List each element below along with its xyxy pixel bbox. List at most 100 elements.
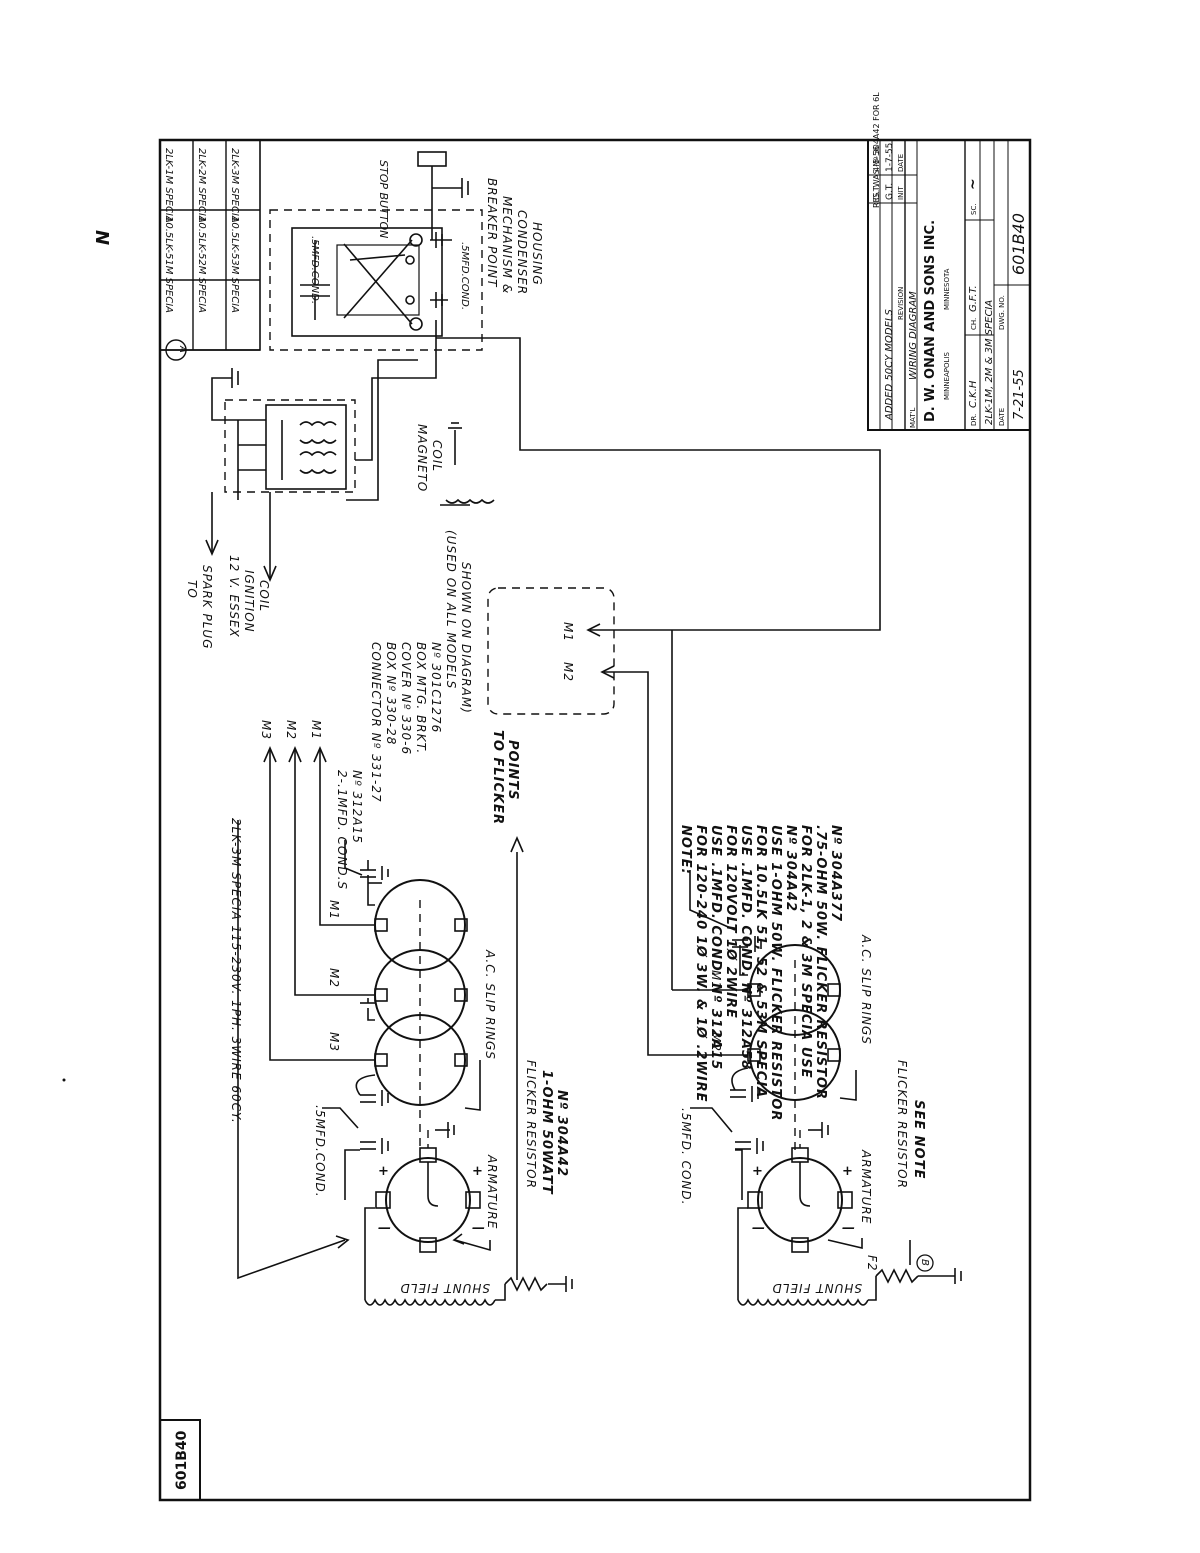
spark-plug-label-1: TO bbox=[185, 580, 199, 599]
note-line-7: USE 1-OHM 50W. FLICKER RESISTOR bbox=[768, 825, 783, 1121]
mfd-bottom: .5MFD. COND. bbox=[679, 1108, 693, 1205]
model-cell-3-2: 2LK-3M SPECIA bbox=[229, 148, 240, 223]
minus-bot-left: — bbox=[752, 1221, 766, 1236]
flicker-points-1: TO FLICKER bbox=[490, 730, 505, 825]
date-label: DATE bbox=[998, 408, 1006, 426]
flicker-points-2: POINTS bbox=[505, 740, 520, 801]
minus-top-left: — bbox=[378, 1221, 392, 1236]
side-tab-box bbox=[159, 1419, 201, 1501]
note-line-2: FOR 120-240 1Ø 3W. & 1Ø .2WIRE bbox=[693, 825, 708, 1103]
conds-top-1: 2-.1MFD. COND.S bbox=[335, 770, 349, 890]
note-line-4: FOR 120VOLT 1Ø 2WIRE bbox=[723, 825, 738, 1019]
shunt-bottom: SHUNT FIELD bbox=[772, 1281, 863, 1295]
magneto-label-1: MAGNETO bbox=[415, 424, 429, 492]
breaker-label-3: CONDENSER bbox=[515, 210, 529, 295]
ch-value: G.F.T. bbox=[968, 285, 979, 312]
model-cell-3-1: 10.5LK-53M SPECIA bbox=[229, 216, 240, 313]
connector-line-5: Nº 301C1276 bbox=[429, 642, 443, 733]
cap-bot-5mfd bbox=[735, 1138, 764, 1200]
connector-line-6: (USED ON ALL MODELS bbox=[444, 530, 458, 689]
cap-top-1 bbox=[360, 860, 389, 906]
flicker-top-2: 1-OHM 50WATT bbox=[539, 1070, 554, 1195]
note-line-3: USE .1MFD. COND. Nº 312A15 bbox=[708, 825, 723, 1070]
armature-top: ARMATURE bbox=[485, 1154, 499, 1229]
plus-bot-left: + bbox=[752, 1164, 764, 1179]
ignition-label-3: COIL bbox=[257, 580, 271, 612]
stop-button bbox=[417, 151, 469, 240]
m3-top: M3 bbox=[259, 720, 273, 740]
flicker-bottom-2: SEE NOTE bbox=[911, 1100, 926, 1179]
rev-b-init: G.T. bbox=[872, 185, 881, 200]
title-block: RES. WAS Nº 304A42 FOR 6L G.T. 4-5-56 AD… bbox=[867, 92, 1031, 431]
stray-mark: N bbox=[91, 230, 112, 246]
conds-top-2: Nº 312A15 bbox=[350, 770, 364, 844]
breaker-to-box-wire bbox=[436, 337, 881, 631]
rev-a: ADDED 50CY MODELS bbox=[884, 308, 895, 421]
m2-top-gen: M2 bbox=[327, 968, 341, 988]
magneto-coil bbox=[440, 422, 495, 506]
minus-bot-right: — bbox=[842, 1221, 856, 1236]
cap-top-5mfd bbox=[344, 1138, 389, 1200]
model-cell-2-1: 10.5LK-52M SPECIA bbox=[196, 216, 207, 313]
connector-line-4: BOX MTG. BRKT. bbox=[414, 642, 428, 754]
dr-value: C.K.H bbox=[968, 380, 979, 408]
rev-a-date: 1-7-55 bbox=[885, 143, 895, 172]
m3-top-gen: M3 bbox=[327, 1032, 341, 1052]
connector-box bbox=[487, 587, 615, 715]
m1-top: M1 bbox=[309, 720, 323, 740]
model-cell-2-2: 2LK-2M SPECIA bbox=[196, 148, 207, 223]
top-generator: 2LK-3M SPECIA 115-230V. 1PH. 3WIRE 60CY.… bbox=[229, 720, 573, 1306]
connector-text: CONNECTOR Nº 331-27 BOX Nº 330-28 COVER … bbox=[369, 530, 473, 803]
flicker-top-1: FLICKER RESISTOR bbox=[524, 1060, 538, 1189]
dr-label: DR. bbox=[970, 414, 978, 426]
cond-label-b: .5MFD.COND. bbox=[459, 242, 470, 310]
m2-top: M2 bbox=[284, 720, 298, 740]
dwg-no: 601B40 bbox=[1009, 213, 1028, 275]
drawing-title: WIRING DIAGRAM bbox=[908, 291, 919, 380]
cap-bot-1 bbox=[732, 936, 762, 976]
breaker-label-2: MECHANISM & bbox=[500, 196, 514, 294]
ignition-label-2: IGNITION bbox=[242, 570, 256, 633]
plus-top-right: + bbox=[472, 1164, 484, 1179]
breaker-label-1: BREAKER POINT bbox=[485, 178, 499, 288]
breaker-label-4: HOUSING bbox=[530, 222, 544, 286]
armature-bottom: ARMATURE bbox=[859, 1149, 873, 1224]
rev-b: RES. WAS Nº 304A42 FOR 6L bbox=[872, 92, 881, 208]
m1-top-gen: M1 bbox=[327, 900, 341, 920]
connector-line-1: CONNECTOR Nº 331-27 bbox=[369, 642, 383, 803]
plus-top-left: + bbox=[378, 1164, 390, 1179]
plus-bot-right: + bbox=[842, 1164, 854, 1179]
box-m2-wire bbox=[604, 671, 649, 930]
ignition-coil bbox=[205, 320, 437, 583]
note-line-8: Nº 304A42 bbox=[783, 825, 798, 912]
side-tab: 601B40 bbox=[174, 1430, 190, 1490]
model-cell-1-1: 10.5LK-51M SPECIA bbox=[163, 216, 174, 313]
f2-label: F2 bbox=[865, 1255, 879, 1272]
m1-bot-gen: M1 bbox=[709, 970, 723, 990]
connector-line-7: SHOWN ON DIAGRAM) bbox=[459, 562, 473, 714]
note-line-10: .75-OHM 50W. FLICKER RESISTOR bbox=[813, 825, 828, 1100]
connector-line-2: BOX Nº 330-28 bbox=[384, 642, 398, 745]
matl-label: MAT'L bbox=[909, 408, 917, 428]
cond-label-a: .5MFD.COND. bbox=[309, 236, 320, 304]
ignition-label-1: 12 V. ESSEX bbox=[227, 555, 241, 638]
note-line-11: Nº 304A377 bbox=[828, 825, 843, 922]
cap-bot-2 bbox=[730, 1067, 759, 1102]
stray-dot bbox=[62, 1078, 66, 1082]
slip-top: A.C. SLIP RINGS bbox=[483, 949, 497, 1060]
slip-bottom: A.C. SLIP RINGS bbox=[859, 934, 873, 1045]
spark-plug-label-2: SPARK PLUG bbox=[200, 565, 214, 650]
rev-b-date: 4-5-56 bbox=[872, 146, 881, 172]
model-cell-1-2: 2LK-1M SPECIA bbox=[163, 148, 174, 223]
connector-line-3: COVER Nº 330-6 bbox=[399, 642, 413, 755]
flicker-top-3: Nº 304A42 bbox=[554, 1090, 569, 1177]
note-block: NOTE: FOR 120-240 1Ø 3W. & 1Ø .2WIRE USE… bbox=[678, 825, 843, 1121]
magneto-label-2: COIL bbox=[430, 440, 444, 472]
date-value: 7-21-55 bbox=[1012, 369, 1027, 420]
model-table-circle: A bbox=[177, 345, 188, 353]
rev-header: REVISION bbox=[897, 287, 905, 320]
dwg-label: DWG. NO. bbox=[998, 295, 1006, 330]
ch-label: CH. bbox=[970, 318, 978, 330]
model-value: 2LK-1M, 2M & 3M SPECIA bbox=[984, 300, 995, 425]
drawing-border bbox=[158, 138, 1032, 1502]
